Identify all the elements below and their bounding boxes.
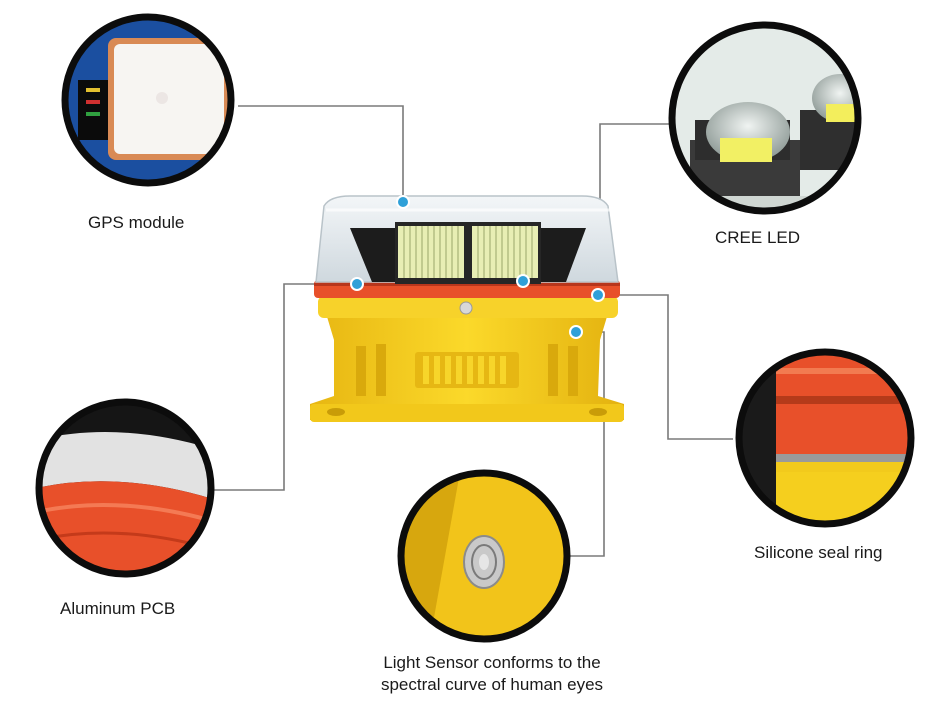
light-sensor-label-line2: spectral curve of human eyes (380, 675, 604, 694)
gps-module-label: GPS module (88, 213, 185, 232)
light-sensor-label-line1: Light Sensor conforms to the (383, 653, 601, 672)
aluminum-pcb-label: Aluminum PCB (60, 599, 176, 618)
cree-led-label: CREE LED (715, 228, 801, 247)
light-sensor-label: Light Sensor conforms to the spectral cu… (344, 652, 640, 696)
callout-dots (350, 195, 605, 339)
light-sensor-closeup (397, 469, 571, 643)
silicone-seal-label: Silicone seal ring (754, 543, 883, 562)
cree-led-closeup (668, 21, 862, 215)
silicone-seal-closeup (735, 348, 915, 528)
aluminum-pcb-closeup (35, 398, 215, 578)
gps-module-closeup (61, 13, 235, 187)
beacon-light (310, 195, 624, 422)
